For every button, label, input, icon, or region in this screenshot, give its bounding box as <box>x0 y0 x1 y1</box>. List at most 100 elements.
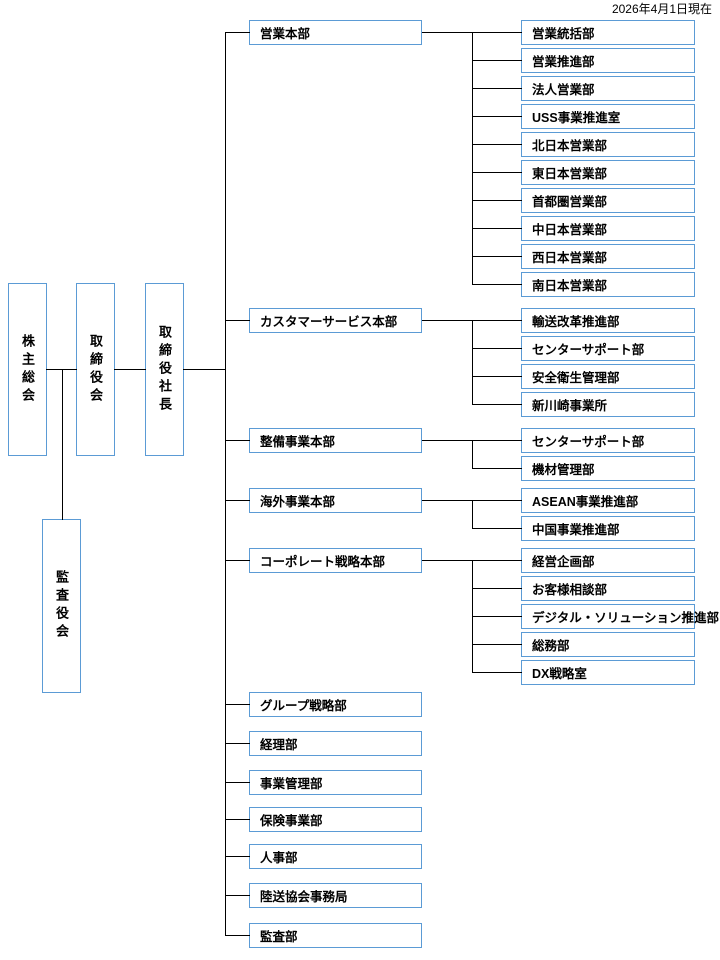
box-shareholders-meeting-label: 株主総会 <box>20 333 35 406</box>
box-dept-0-6-label: 首都圏営業部 <box>532 195 608 209</box>
spine-stub-0-8 <box>472 256 522 257</box>
box-dept-1-1[interactable]: センターサポート部 <box>521 336 695 361</box>
box-dept-0-4[interactable]: 北日本営業部 <box>521 132 695 157</box>
spine-stub-4-4 <box>472 672 522 673</box>
box-standalone-0-label: グループ戦略部 <box>260 699 347 713</box>
box-dept-0-3-label: USS事業推進室 <box>532 111 621 125</box>
box-dept-3-1[interactable]: 中国事業推進部 <box>521 516 695 541</box>
trunk-stub-standalone-2 <box>225 782 250 783</box>
date-label: 2026年4月1日現在 <box>611 2 712 16</box>
box-dept-1-2[interactable]: 安全衛生管理部 <box>521 364 695 389</box>
box-standalone-4[interactable]: 人事部 <box>249 844 422 869</box>
box-division-0-label: 営業本部 <box>260 27 311 41</box>
box-dept-0-0[interactable]: 営業統括部 <box>521 20 695 45</box>
box-dept-2-1[interactable]: 機材管理部 <box>521 456 695 481</box>
box-standalone-3[interactable]: 保険事業部 <box>249 807 422 832</box>
box-dept-0-9[interactable]: 南日本営業部 <box>521 272 695 297</box>
spine-stub-3-1 <box>472 528 522 529</box>
division-2-spine <box>472 440 473 468</box>
box-dept-4-3[interactable]: 総務部 <box>521 632 695 657</box>
box-dept-0-9-label: 南日本営業部 <box>532 279 608 293</box>
box-president[interactable]: 取締役社長 <box>145 283 184 456</box>
box-dept-4-4[interactable]: DX戦略室 <box>521 660 695 685</box>
box-division-0[interactable]: 営業本部 <box>249 20 422 45</box>
spine-stub-0-5 <box>472 172 522 173</box>
box-dept-0-2[interactable]: 法人営業部 <box>521 76 695 101</box>
box-standalone-1[interactable]: 経理部 <box>249 731 422 756</box>
box-standalone-5[interactable]: 陸送協会事務局 <box>249 883 422 908</box>
box-standalone-1-label: 経理部 <box>260 738 298 752</box>
box-dept-0-7[interactable]: 中日本営業部 <box>521 216 695 241</box>
trunk-stub-division-0 <box>225 32 250 33</box>
box-dept-1-2-label: 安全衛生管理部 <box>532 371 620 385</box>
box-dept-4-0[interactable]: 経営企画部 <box>521 548 695 573</box>
box-dept-0-3[interactable]: USS事業推進室 <box>521 104 695 129</box>
trunk-stub-standalone-3 <box>225 819 250 820</box>
box-division-2[interactable]: 整備事業本部 <box>249 428 422 453</box>
trunk-stub-division-3 <box>225 500 250 501</box>
box-dept-0-8[interactable]: 西日本営業部 <box>521 244 695 269</box>
connector-board-to-president <box>114 369 146 370</box>
box-dept-1-0-label: 輸送改革推進部 <box>532 315 620 329</box>
division-1-spine <box>472 320 473 404</box>
box-dept-4-1[interactable]: お客様相談部 <box>521 576 695 601</box>
box-dept-0-5-label: 東日本営業部 <box>532 167 608 181</box>
trunk-stub-standalone-4 <box>225 856 250 857</box>
box-division-1[interactable]: カスタマーサービス本部 <box>249 308 422 333</box>
box-audit-board[interactable]: 監査役会 <box>42 519 81 693</box>
connector-shareholders-to-audit-vertical <box>62 369 63 520</box>
box-board-of-directors[interactable]: 取締役会 <box>76 283 115 456</box>
spine-stub-2-0 <box>472 440 522 441</box>
box-dept-2-0[interactable]: センターサポート部 <box>521 428 695 453</box>
division-0-spine <box>472 32 473 284</box>
trunk-stub-division-4 <box>225 560 250 561</box>
box-dept-4-4-label: DX戦略室 <box>532 667 587 681</box>
box-dept-0-6[interactable]: 首都圏営業部 <box>521 188 695 213</box>
spine-stub-0-0 <box>472 32 522 33</box>
box-dept-2-1-label: 機材管理部 <box>532 463 595 477</box>
box-division-4[interactable]: コーポレート戦略本部 <box>249 548 422 573</box>
box-dept-0-8-label: 西日本営業部 <box>532 251 608 265</box>
spine-stub-0-1 <box>472 60 522 61</box>
box-dept-1-1-label: センターサポート部 <box>532 343 645 357</box>
box-division-3[interactable]: 海外事業本部 <box>249 488 422 513</box>
spine-stub-0-3 <box>472 116 522 117</box>
spine-stub-4-1 <box>472 588 522 589</box>
spine-stub-1-2 <box>472 376 522 377</box>
box-standalone-0[interactable]: グループ戦略部 <box>249 692 422 717</box>
box-standalone-6[interactable]: 監査部 <box>249 923 422 948</box>
box-standalone-5-label: 陸送協会事務局 <box>260 890 348 904</box>
box-dept-0-1[interactable]: 営業推進部 <box>521 48 695 73</box>
box-dept-3-0-label: ASEAN事業推進部 <box>532 495 639 509</box>
box-dept-0-7-label: 中日本営業部 <box>532 223 608 237</box>
trunk-stub-standalone-5 <box>225 895 250 896</box>
spine-stub-0-6 <box>472 200 522 201</box>
division-0-spine-lead <box>422 32 473 33</box>
box-dept-0-1-label: 営業推進部 <box>532 55 595 69</box>
box-standalone-2[interactable]: 事業管理部 <box>249 770 422 795</box>
box-dept-1-3[interactable]: 新川崎事業所 <box>521 392 695 417</box>
box-dept-0-2-label: 法人営業部 <box>532 83 595 97</box>
box-dept-4-1-label: お客様相談部 <box>532 583 608 597</box>
main-trunk-vertical <box>225 32 226 936</box>
box-standalone-3-label: 保険事業部 <box>260 814 323 828</box>
trunk-stub-standalone-0 <box>225 704 250 705</box>
box-dept-1-0[interactable]: 輸送改革推進部 <box>521 308 695 333</box>
division-3-spine-lead <box>422 500 473 501</box>
box-dept-4-2-label: デジタル・ソリューション推進部 <box>532 611 720 625</box>
box-board-of-directors-label: 取締役会 <box>88 333 103 406</box>
spine-stub-2-1 <box>472 468 522 469</box>
box-dept-3-1-label: 中国事業推進部 <box>532 523 620 537</box>
spine-stub-1-1 <box>472 348 522 349</box>
spine-stub-4-0 <box>472 560 522 561</box>
box-dept-0-5[interactable]: 東日本営業部 <box>521 160 695 185</box>
division-2-spine-lead <box>422 440 473 441</box>
box-division-3-label: 海外事業本部 <box>260 495 336 509</box>
box-dept-3-0[interactable]: ASEAN事業推進部 <box>521 488 695 513</box>
box-dept-4-2[interactable]: デジタル・ソリューション推進部 <box>521 604 719 629</box>
trunk-stub-division-1 <box>225 320 250 321</box>
spine-stub-0-9 <box>472 284 522 285</box>
connector-shareholders-to-board <box>46 369 77 370</box>
box-shareholders-meeting[interactable]: 株主総会 <box>8 283 47 456</box>
spine-stub-4-3 <box>472 644 522 645</box>
